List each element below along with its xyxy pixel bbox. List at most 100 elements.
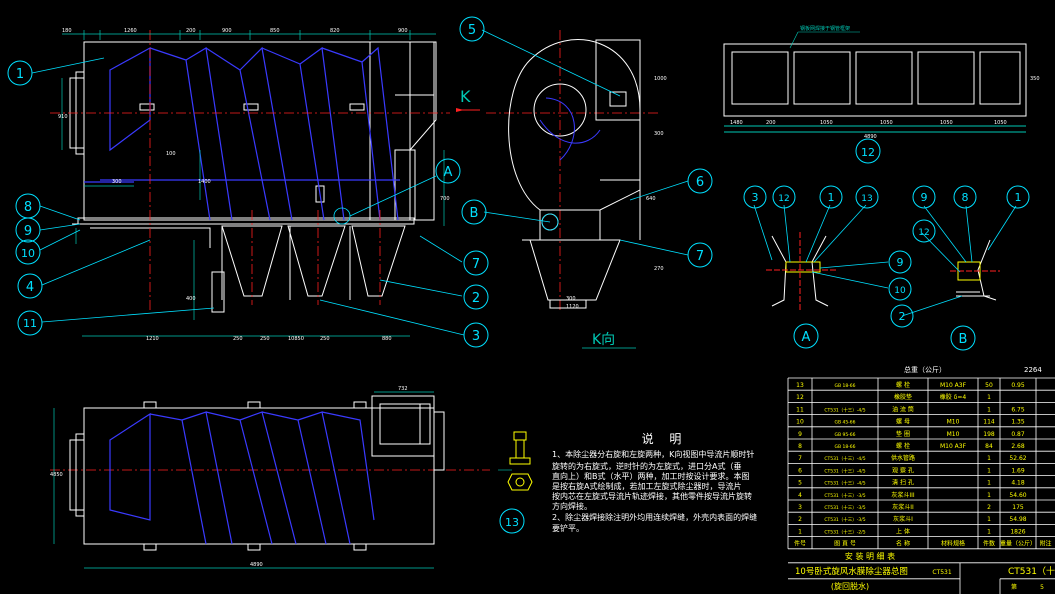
bom-header-cell: 重量（公斤） bbox=[1000, 540, 1036, 548]
plan-dim-3: 1050 bbox=[820, 120, 833, 126]
bom-cell: CT531（十三）-2/5 bbox=[824, 528, 865, 535]
bom-header-cell: 材料规格 bbox=[941, 540, 965, 548]
bom-cell: 1.35 bbox=[1011, 419, 1025, 426]
balloon-2: 2 bbox=[472, 291, 480, 306]
bom-cell: 0.95 bbox=[1011, 382, 1025, 389]
bom-header-cell: 件号 bbox=[794, 540, 806, 548]
bom-cell: 灰浆斗II bbox=[892, 503, 914, 511]
bom-cell: 114 bbox=[983, 419, 995, 426]
bottom-helical-blades bbox=[109, 411, 375, 545]
bom-cell: 4 bbox=[798, 492, 802, 499]
bottom-plan-view bbox=[69, 395, 445, 551]
bom-cell: 13 bbox=[796, 382, 804, 389]
balloon-3: 3 bbox=[472, 329, 480, 344]
bom-cell: 螺 栓 bbox=[896, 381, 910, 389]
balloon-1: 1 bbox=[16, 67, 24, 82]
dim-top-4: 900 bbox=[222, 28, 232, 34]
bom-cell: 1 bbox=[987, 480, 991, 487]
dim-misc-12: 300 bbox=[566, 296, 576, 302]
bom-cell: 橡胶 δ=4 bbox=[940, 393, 967, 401]
bom-cell: 84 bbox=[985, 443, 993, 450]
balloon-10: 10 bbox=[21, 247, 35, 260]
balloon-8: 8 bbox=[24, 200, 32, 215]
bom-cell: 灰浆斗III bbox=[891, 491, 915, 499]
da-1: 1 bbox=[828, 191, 835, 204]
bom-cell: 1 bbox=[987, 394, 991, 401]
bom-cell: 螺 母 bbox=[896, 418, 910, 426]
da-13: 13 bbox=[861, 194, 872, 204]
bom-cell: 上 体 bbox=[896, 527, 910, 535]
part-12-label: 12 bbox=[861, 146, 875, 159]
k-view bbox=[508, 39, 641, 309]
dim-misc-6: 700 bbox=[440, 196, 450, 202]
bom-cell: 52.62 bbox=[1009, 455, 1026, 462]
title-sheet-b: 5 bbox=[1040, 584, 1044, 591]
weight-value: 2264 bbox=[1024, 366, 1042, 374]
dim-bot-1: 1210 bbox=[146, 336, 159, 342]
bom-cell: 1 bbox=[798, 528, 802, 535]
plan-dim-5: 1050 bbox=[940, 120, 953, 126]
part-13-label: 13 bbox=[505, 516, 519, 529]
balloon-7a: 7 bbox=[472, 257, 480, 272]
dim-misc-7: 1000 bbox=[654, 76, 667, 82]
bom-cell: 0.87 bbox=[1011, 431, 1025, 438]
detail-b bbox=[950, 239, 1000, 301]
main-body-outline bbox=[83, 41, 435, 221]
hopper-1 bbox=[221, 225, 283, 297]
dim-misc-1: 910 bbox=[58, 114, 68, 120]
dim-misc-2: 1400 bbox=[198, 179, 211, 185]
part-12-plan bbox=[723, 43, 1027, 133]
note-line: 按内芯在左旋式导流片轨迹焊接，其他零件按导流片旋转 bbox=[552, 492, 752, 501]
dim-misc-5: 400 bbox=[186, 296, 196, 302]
dim-bot-5: 250 bbox=[320, 336, 330, 342]
bom-cell: 5 bbox=[798, 480, 802, 487]
dim-misc-8: 300 bbox=[654, 131, 664, 137]
bom-cell: CT531（十三）-4/5 bbox=[824, 467, 865, 474]
title-sheet-a: 第 bbox=[1011, 583, 1017, 591]
dim-bot-3: 250 bbox=[260, 336, 270, 342]
bom-cell: 12 bbox=[796, 394, 804, 401]
hopper-3 bbox=[351, 225, 406, 297]
k-arrow-label: K bbox=[460, 87, 471, 106]
bom-table bbox=[787, 377, 1055, 594]
k-view-label: K向 bbox=[592, 332, 615, 348]
note-line: 旋转的为右旋式，逆时针的为左旋式，进口分A式（垂 bbox=[552, 462, 742, 471]
bom-cell: 2.68 bbox=[1011, 443, 1025, 450]
dimension-text-bottom: 1210 250 250 10850 250 880 bbox=[146, 336, 392, 342]
bom-cell: CT531（十三）-3/5 bbox=[824, 492, 865, 499]
bom-cell: 198 bbox=[983, 431, 995, 438]
bom-cell: 1 bbox=[987, 467, 991, 474]
helical-blades bbox=[84, 46, 400, 221]
bottom-dim-3: 732 bbox=[398, 386, 408, 392]
title-code: CT531（十三） bbox=[1008, 565, 1055, 577]
bom-cell: 油 流 筒 bbox=[892, 405, 914, 413]
balloon-11: 11 bbox=[23, 317, 37, 330]
plan-note: 钢板网焊接于钢管框架 bbox=[800, 25, 850, 32]
bom-cell: 4.18 bbox=[1011, 480, 1025, 487]
dim-top-5: 850 bbox=[270, 28, 280, 34]
detail-b-label: B bbox=[959, 332, 968, 347]
notes-title: 说 明 bbox=[641, 432, 688, 446]
bom-cell: 清 扫 孔 bbox=[892, 479, 914, 487]
balloon-a: A bbox=[444, 165, 453, 180]
da-10: 10 bbox=[894, 286, 906, 296]
detail-a-label: A bbox=[802, 330, 811, 345]
title-name: 10号卧式旋风水膜除尘器总图 bbox=[795, 566, 908, 577]
balloon-9: 9 bbox=[24, 224, 32, 239]
bom-header-cell: 件数 bbox=[983, 540, 995, 548]
plan-dim-1: 1480 bbox=[730, 120, 743, 126]
bom-cell: GB 18-66 bbox=[834, 383, 855, 389]
bom-cell: GB 95-66 bbox=[834, 432, 855, 438]
bom-cell: 观 察 孔 bbox=[892, 466, 914, 474]
dim-top-1: 180 bbox=[62, 28, 72, 34]
bolt-13 bbox=[507, 431, 533, 491]
bom-cell: 50 bbox=[985, 382, 993, 389]
title-sub: (旋回脱水) bbox=[831, 581, 869, 591]
balloon-labels: 1 8 9 10 4 11 3 2 7 7 6 5 A B A B 12 13 bbox=[16, 23, 968, 529]
bom-cell: M10 bbox=[947, 419, 960, 426]
balloon-5: 5 bbox=[468, 23, 476, 38]
bom-cell: CT531（十三）-3/5 bbox=[824, 504, 865, 511]
plan-dim-7: 1050 bbox=[994, 120, 1007, 126]
detail-balloon-labels: 3 12 1 13 9 10 9 8 1 12 2 bbox=[752, 191, 1022, 323]
